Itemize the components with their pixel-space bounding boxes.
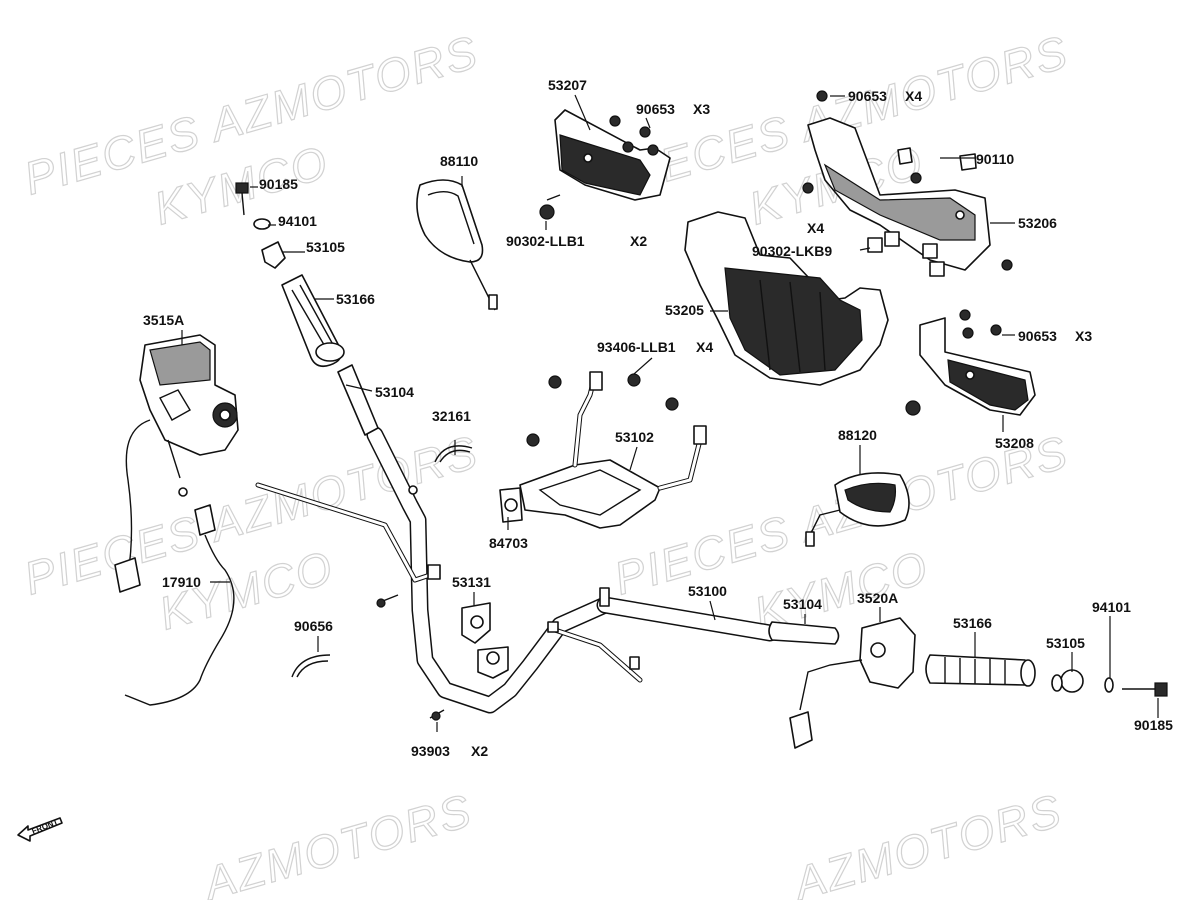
grip-53166-left: [281, 274, 345, 368]
bolt-cover-53208: [905, 400, 921, 416]
part-number-label: 32161: [432, 408, 471, 424]
screw-93903: [429, 709, 445, 721]
left-switch-3515A: [114, 334, 239, 706]
quantity-label: X2: [630, 233, 647, 249]
quantity-label: X4: [696, 339, 713, 355]
part-number-label: 53166: [336, 291, 375, 307]
grip-end-53105-left: [261, 241, 286, 269]
part-number-label: 3520A: [857, 590, 898, 606]
handlebar-holder-53131: [461, 602, 509, 679]
quantity-label: X3: [1075, 328, 1092, 344]
part-number-label: 53100: [688, 583, 727, 599]
cover-53208: [919, 317, 1036, 416]
watermark-text: AZMOTORS: [196, 784, 478, 900]
bolt-90302-LLB1: [539, 194, 561, 220]
handlebar-53100: [255, 426, 779, 714]
part-number-label: 94101: [1092, 599, 1131, 615]
quantity-label: X4: [807, 220, 824, 236]
part-number-label: 53102: [615, 429, 654, 445]
bolt-90185-right: [1122, 682, 1168, 697]
callout-labels: 53207 90653 X3 90653 X4 88110 90185 9410…: [143, 77, 1173, 759]
part-number-label: 90653: [1018, 328, 1057, 344]
part-number-label: 17910: [162, 574, 201, 590]
clamp-90656: [291, 654, 331, 678]
part-number-label: 90302-LKB9: [752, 243, 832, 259]
part-number-label: 88110: [440, 153, 478, 169]
part-number-label: 90185: [259, 176, 298, 192]
mirror-88120: [805, 472, 910, 547]
part-number-label: 88120: [838, 427, 877, 443]
bolts-93406-LLB1: [526, 373, 679, 447]
front-arrow-label: FRONT: [30, 818, 59, 836]
clamp-32161: [434, 445, 473, 463]
part-number-label: 90110: [976, 151, 1014, 167]
part-number-label: 94101: [278, 213, 317, 229]
bracket-53206: [807, 117, 991, 271]
grip-end-53105-right: [1051, 669, 1084, 693]
clips-90653-right: [802, 90, 1013, 271]
part-number-label: 3515A: [143, 312, 184, 328]
bolt-90185-left: [235, 182, 249, 216]
part-number-label: 53105: [1046, 635, 1085, 651]
watermark-group: PIECES AZMOTORS KYMCO PIECES AZMOTORS KY…: [18, 25, 1075, 905]
screw-holder: [376, 594, 399, 608]
part-number-label: 53166: [953, 615, 992, 631]
cover-53205: [684, 211, 889, 386]
part-number-label: 53105: [306, 239, 345, 255]
quantity-label: X2: [471, 743, 488, 759]
part-number-label: 90302-LLB1: [506, 233, 585, 249]
quantity-label: X3: [693, 101, 710, 117]
part-number-label: 90653: [848, 88, 887, 104]
part-number-label: 93903: [411, 743, 450, 759]
washer-94101-right: [1104, 677, 1114, 693]
grip-53166-right: [925, 654, 1036, 687]
washer-94101-left: [253, 218, 271, 230]
cover-53207: [554, 109, 671, 201]
nuts-90302-LKB9: [867, 231, 945, 277]
leader-lines: [181, 94, 1159, 732]
clips-90653-top: [609, 115, 659, 156]
watermark-text: AZMOTORS: [786, 784, 1068, 900]
right-switch-3520A: [789, 617, 916, 749]
part-number-label: 90185: [1134, 717, 1173, 733]
clips-90653-side: [959, 309, 1002, 339]
part-number-label: 53104: [783, 596, 822, 612]
quantity-label: X4: [905, 88, 922, 104]
part-number-label: 53131: [452, 574, 491, 590]
part-number-label: 90653: [636, 101, 675, 117]
part-number-label: 53208: [995, 435, 1034, 451]
rubber-84703: [499, 487, 523, 523]
bracket-53102: [519, 371, 707, 529]
part-number-label: 53104: [375, 384, 414, 400]
part-number-label: 84703: [489, 535, 528, 551]
grip-sleeve-53104-right: [768, 621, 840, 645]
front-arrow-icon: FRONT: [17, 817, 63, 842]
part-number-label: 53205: [665, 302, 704, 318]
part-number-label: 93406-LLB1: [597, 339, 676, 355]
part-number-label: 53207: [548, 77, 587, 93]
grip-sleeve-53104-left: [337, 364, 379, 436]
mirror-88110: [416, 179, 498, 311]
part-number-label: 53206: [1018, 215, 1057, 231]
part-number-label: 90656: [294, 618, 333, 634]
